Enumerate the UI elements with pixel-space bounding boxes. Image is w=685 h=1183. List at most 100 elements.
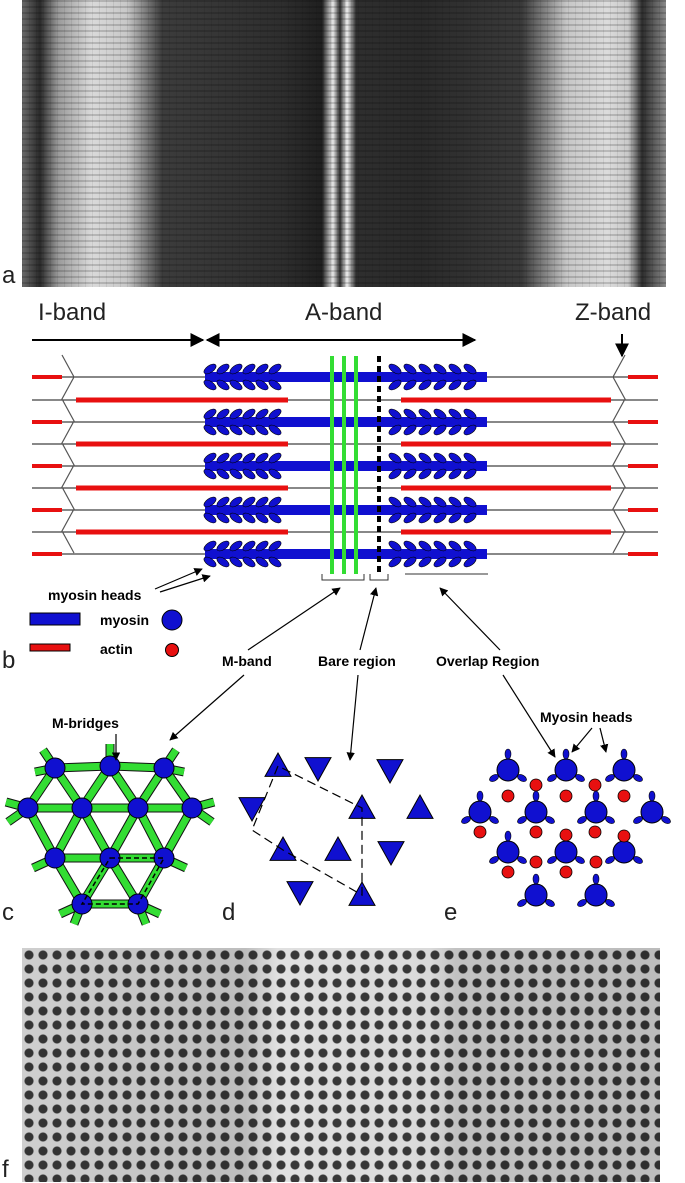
myosin-filament-section: [153, 757, 175, 779]
myosin-head: [216, 379, 230, 391]
actin-filament-section: [617, 789, 631, 803]
myosin-head: [229, 408, 243, 420]
myosin-head: [433, 452, 447, 464]
legend-actin-swatch: [29, 643, 71, 652]
myosin-head: [229, 540, 243, 552]
actin-filament-end: [628, 464, 658, 468]
myosin-head: [242, 556, 256, 568]
myosin-head: [463, 540, 477, 552]
legend-actin-label: actin: [100, 641, 133, 657]
myosin-head: [255, 496, 269, 508]
myosin-filament-section: [612, 758, 636, 782]
myosin-head: [216, 452, 230, 464]
legend-actin-circle: [165, 643, 179, 657]
bare-region-arrow-up: [359, 587, 379, 651]
actin-filament-end: [628, 375, 658, 379]
myosin-head: [463, 556, 477, 568]
myosin-head: [433, 408, 447, 420]
myosin-head: [592, 790, 600, 802]
myosin-head: [216, 496, 230, 508]
myosin-head: [433, 540, 447, 552]
myosin-down-triangle: [377, 841, 405, 867]
myosin-head: [268, 379, 282, 391]
myosin-filament-section: [584, 883, 608, 907]
myosin-head: [532, 873, 540, 885]
myosin-filament-section: [524, 800, 548, 824]
actin-filament-section: [588, 825, 602, 839]
m-band-lattice: [4, 744, 216, 926]
actin-filament-end: [32, 375, 62, 379]
actin-filament: [76, 441, 288, 447]
myosin-head: [229, 496, 243, 508]
myosin-head: [203, 424, 217, 436]
myosin-head: [418, 452, 432, 464]
unit-cell-outline: [251, 765, 363, 897]
myosin-down-triangle: [238, 797, 266, 823]
actin-filament: [76, 529, 288, 535]
myosin-head: [242, 496, 256, 508]
myosin-head: [388, 512, 402, 524]
myosin-head: [268, 496, 282, 508]
myosin-head: [216, 540, 230, 552]
myosin-head: [463, 408, 477, 420]
myosin-filament-section: [524, 883, 548, 907]
myosin-head: [418, 424, 432, 436]
myosin-head: [255, 379, 269, 391]
z-line: [61, 354, 75, 554]
myosin-down-triangle: [376, 759, 404, 785]
myosin-head: [418, 540, 432, 552]
myosin-heads-e-arrow-1: [571, 727, 593, 753]
m-band-bracket: [321, 574, 365, 581]
myosin-head: [433, 363, 447, 375]
actin-filament-section: [473, 825, 487, 839]
m-line: [330, 356, 334, 574]
myosin-head: [268, 468, 282, 480]
myosin-head: [268, 540, 282, 552]
myosin-head: [388, 379, 402, 391]
actin-filament-end: [32, 420, 62, 424]
myosin-head: [418, 496, 432, 508]
myosin-head: [562, 748, 570, 760]
myosin-head: [242, 452, 256, 464]
myosin-up-triangle: [324, 835, 352, 861]
myosin-head: [268, 408, 282, 420]
sarcomere-micrograph: [22, 0, 666, 287]
m-line: [354, 356, 358, 574]
myosin-heads-arrow-2: [159, 574, 211, 593]
myosin-head: [433, 496, 447, 508]
myosin-head: [403, 379, 417, 391]
myosin-head: [418, 468, 432, 480]
myosin-head: [216, 424, 230, 436]
myosin-head: [242, 468, 256, 480]
myosin-head: [216, 363, 230, 375]
myosin-head: [229, 424, 243, 436]
myosin-head: [255, 512, 269, 524]
myosin-head: [242, 363, 256, 375]
panel-label-d: d: [222, 899, 235, 926]
myosin-head: [463, 512, 477, 524]
myosin-head: [418, 379, 432, 391]
myosin-head: [463, 452, 477, 464]
actin-filament-section: [559, 789, 573, 803]
myosin-head: [476, 790, 484, 802]
myosin-head: [418, 556, 432, 568]
myosin-down-triangle: [286, 881, 314, 907]
myosin-head: [403, 363, 417, 375]
myosin-head: [268, 512, 282, 524]
actin-filament-end: [32, 552, 62, 556]
panel-label-a: a: [2, 262, 16, 289]
myosin-head: [433, 468, 447, 480]
myosin-head: [433, 379, 447, 391]
myosin-head: [403, 540, 417, 552]
myosin-up-triangle: [348, 793, 376, 819]
actin-filament-section: [617, 829, 631, 843]
myosin-head: [463, 363, 477, 375]
m-band-arrow-up: [247, 587, 341, 651]
myosin-filament-section: [496, 840, 520, 864]
myosin-head: [403, 512, 417, 524]
myosin-head: [448, 540, 462, 552]
filament-lattice: [32, 354, 658, 574]
myosin-head: [203, 408, 217, 420]
overlap-region-label: Overlap Region: [436, 653, 539, 669]
actin-filament: [76, 397, 288, 403]
